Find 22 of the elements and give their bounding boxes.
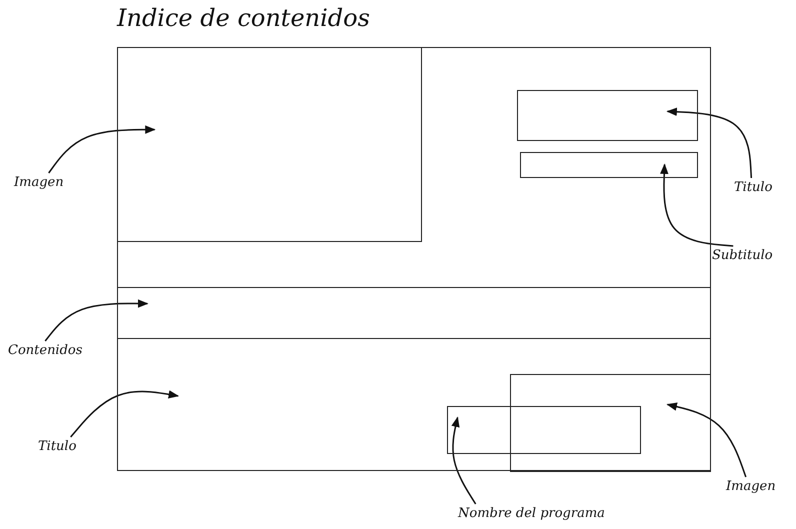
callout-label: Subtitulo — [712, 249, 773, 264]
callout-label: Titulo — [734, 181, 772, 196]
title-area — [516, 90, 698, 140]
leader-arrow — [44, 299, 148, 342]
leader-arrow — [451, 416, 476, 504]
contents-band — [116, 286, 710, 338]
callout-label: Imagen — [14, 176, 64, 190]
leader-arrow — [666, 402, 747, 478]
leader-arrow — [70, 390, 180, 438]
callout-label: Contenidos — [8, 344, 82, 358]
image-area — [116, 46, 422, 242]
leader-arrow — [48, 125, 156, 174]
page-title: Indice de contenidos — [117, 5, 370, 32]
image-area — [510, 374, 710, 472]
callout-label: Nombre del programa — [458, 507, 605, 522]
leader-arrow — [660, 163, 734, 247]
subtitle-area — [520, 152, 698, 178]
program-name-area — [446, 406, 640, 454]
leader-arrow — [666, 108, 752, 178]
callout-label: Imagen — [726, 480, 776, 494]
callout-label: Titulo — [38, 440, 76, 454]
page-frame — [117, 47, 711, 471]
